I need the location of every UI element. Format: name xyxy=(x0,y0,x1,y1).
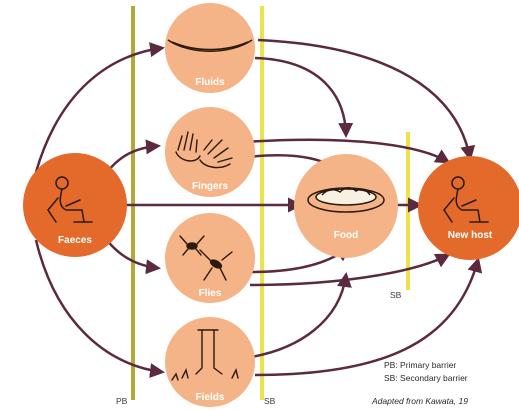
legend-primary-barrier: PB: Primary barrier xyxy=(384,360,456,370)
node-label-new-host: New host xyxy=(448,230,493,241)
node-label-fluids: Fluids xyxy=(195,77,225,88)
node-label-fingers: Fingers xyxy=(192,181,229,192)
node-label-food: Food xyxy=(334,230,358,241)
node-label-faeces: Faeces xyxy=(58,235,92,246)
barrier-tag-secondary-right: SB xyxy=(390,290,402,300)
arrow-fluids-food xyxy=(255,58,346,135)
barrier-tag-primary: PB xyxy=(116,396,128,406)
legend-secondary-barrier: SB: Secondary barrier xyxy=(384,373,468,383)
node-label-fields: Fields xyxy=(196,392,225,403)
arrow-faeces-fields xyxy=(36,240,162,372)
node-label-flies: Flies xyxy=(199,288,222,299)
source-citation: Adapted from Kawata, 19 xyxy=(371,396,468,406)
node-food xyxy=(294,154,398,258)
node-new-host xyxy=(418,156,519,260)
barrier-tag-secondary-bottom: SB xyxy=(264,396,276,406)
arrow-faeces-fluids xyxy=(36,48,162,172)
